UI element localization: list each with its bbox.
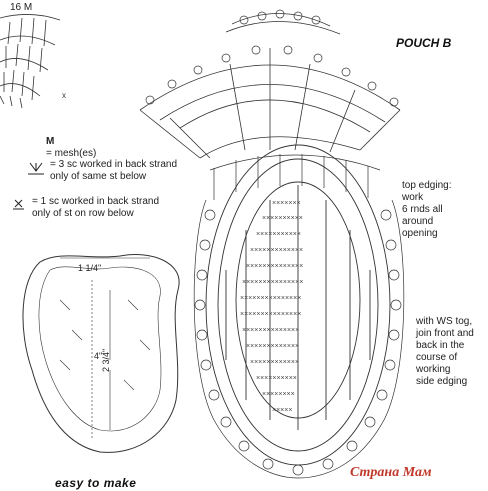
svg-text:×××××××××××××××: ××××××××××××××× <box>240 295 301 302</box>
svg-text:××××××××××××××: ×××××××××××××× <box>246 263 303 270</box>
size-outline-pouch <box>22 254 180 453</box>
legend-m-key: M <box>46 136 55 147</box>
top-fan-edging <box>139 9 401 159</box>
dimension-width: 1 1/4" <box>78 263 102 273</box>
stitch-marks: ××××××× ×××××××××× ××××××××××× ×××××××××… <box>240 200 303 414</box>
svg-text:××××××××××××××: ×××××××××××××× <box>242 327 299 334</box>
svg-text:××××××××××××: ×××××××××××× <box>250 359 299 366</box>
side-edging-note: with WS tog, join front and back in the … <box>416 316 474 387</box>
dimension-height-mid: 4" <box>94 351 103 361</box>
svg-text:×××××××××××××××: ××××××××××××××× <box>240 311 301 318</box>
svg-text:×××××: ××××× <box>272 407 292 414</box>
side-scallop-edging <box>193 154 405 479</box>
site-watermark: Страна Мам <box>350 465 432 480</box>
svg-text:××××××××××: ×××××××××× <box>256 375 297 382</box>
legend-sym2-text: = 1 sc worked in back strand only of st … <box>32 196 160 219</box>
stitch-count-label: 16 M <box>10 2 33 13</box>
pouch-main-body <box>205 144 391 466</box>
dimension-height-low: 2 3/4" <box>101 348 111 372</box>
publisher-logo: easy to make <box>55 476 137 490</box>
svg-text:×××××××××××××: ××××××××××××× <box>250 247 303 254</box>
svg-text:×××××××××××: ××××××××××× <box>256 231 301 238</box>
mini-mesh-chart: x <box>0 14 66 109</box>
svg-text:×××××××××××××: ××××××××××××× <box>246 343 299 350</box>
legend-m-text: = mesh(es) <box>46 148 97 159</box>
top-edging-note: top edging: work 6 rnds all around openi… <box>402 180 452 239</box>
svg-text:××××××××: ×××××××× <box>262 391 295 398</box>
legend-symbols <box>13 162 44 210</box>
svg-text:××××××××××: ×××××××××× <box>262 215 303 222</box>
pattern-title: POUCH B <box>396 36 452 50</box>
svg-text:×××××××××××××××: ××××××××××××××× <box>242 279 303 286</box>
svg-text:x: x <box>62 91 66 100</box>
legend-sym1-text: = 3 sc worked in back strand only of sam… <box>50 159 178 182</box>
svg-text:×××××××: ××××××× <box>272 200 301 207</box>
legend-m-row: M = mesh(es) <box>46 124 96 160</box>
